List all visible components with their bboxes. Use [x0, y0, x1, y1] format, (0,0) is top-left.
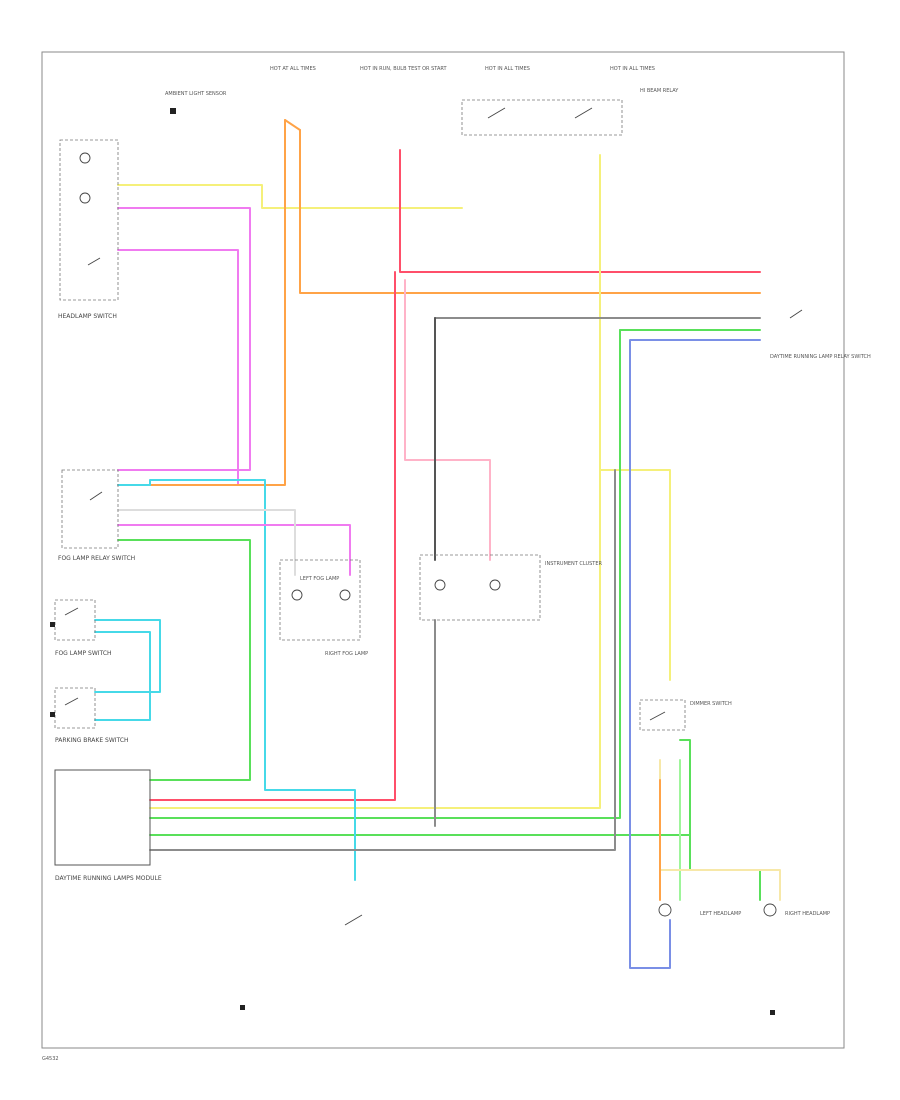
- drl-module-label: DAYTIME RUNNING LAMPS MODULE: [55, 875, 162, 882]
- lamp-symbol-2: [79, 192, 91, 204]
- wire-cyan-1: [94, 619, 161, 693]
- lamp-symbol-1: [79, 152, 91, 164]
- wire-white-fog: [117, 509, 296, 576]
- ground-icon-1: [50, 622, 55, 627]
- ground-icon-2: [50, 712, 55, 717]
- parking-brake-label: PARKING BRAKE SWITCH: [55, 737, 129, 744]
- parking-brake-box: [54, 687, 96, 729]
- ground-icon-4: [240, 1005, 245, 1010]
- wire-green-4: [149, 739, 691, 836]
- wire-cyan-3: [117, 479, 356, 881]
- wire-light-yellow: [659, 759, 781, 901]
- parking-brake-contact: [64, 697, 79, 706]
- hi-beam-contact-1: [487, 107, 506, 119]
- wire-orange: [117, 119, 286, 486]
- fog-relay-box: [61, 469, 119, 549]
- fog-switch-box: [54, 599, 96, 641]
- drl-relay-label: DAYTIME RUNNING LAMP RELAY SWITCH: [770, 354, 871, 360]
- left-fog-label: LEFT FOG LAMP: [300, 576, 339, 582]
- dimmer-contact: [649, 711, 666, 721]
- fog-lamps-box: [279, 559, 361, 641]
- wire-yellow-right-2: [599, 469, 671, 681]
- cluster-lamp-2: [489, 579, 501, 591]
- footer-id: G4532: [42, 1056, 59, 1062]
- wire-green-5: [689, 817, 761, 901]
- dimmer-label: DIMMER SWITCH: [690, 701, 732, 707]
- headlamp-switch-box: [59, 139, 119, 301]
- wire-light-pink: [404, 279, 491, 561]
- ground-icon-3: [770, 1010, 775, 1015]
- fog-relay-label: FOG LAMP RELAY SWITCH: [58, 555, 135, 562]
- ambient-sensor-icon: [170, 108, 176, 114]
- right-headlamp-label: RIGHT HEADLAMP: [785, 911, 830, 917]
- instrument-cluster-label: INSTRUMENT CLUSTER: [545, 561, 603, 567]
- instrument-cluster-box: [419, 554, 541, 621]
- headlamp-switch-label: HEADLAMP SWITCH: [58, 313, 117, 320]
- left-headlamp-icon: [658, 903, 672, 917]
- fog-switch-label: FOG LAMP SWITCH: [55, 650, 112, 657]
- wire-pink-fog: [117, 524, 351, 576]
- left-headlamp-label: LEFT HEADLAMP: [700, 911, 741, 917]
- wire-cyan-2: [94, 631, 151, 721]
- bottom-switch-contact: [344, 914, 363, 926]
- drl-relay-contact: [789, 309, 803, 319]
- wire-pink-top: [117, 207, 251, 471]
- wire-gray-3: [149, 469, 616, 851]
- wire-green-3: [117, 539, 251, 781]
- right-headlamp-icon: [763, 903, 777, 917]
- hi-beam-relay-box: [461, 99, 623, 136]
- fog-relay-contact: [89, 491, 103, 501]
- right-fog-label: RIGHT FOG LAMP: [325, 651, 368, 657]
- left-fog-lamp-icon: [291, 589, 303, 601]
- right-fog-lamp-icon: [339, 589, 351, 601]
- wire-yellow-top: [117, 184, 463, 209]
- wire-orange-3: [284, 119, 301, 131]
- dimmer-switch-box: [639, 699, 686, 731]
- top-fuse-right-a-label: HOT IN ALL TIMES: [485, 66, 530, 72]
- fog-switch-contact: [64, 607, 79, 616]
- cluster-lamp-1: [434, 579, 446, 591]
- headlamp-switch-contact: [87, 257, 101, 266]
- wire-red-down: [149, 271, 396, 801]
- wire-blue: [629, 339, 761, 969]
- top-fuse-mid-label: HOT IN RUN, BULB TEST OR START: [360, 66, 447, 72]
- wire-yellow-right: [149, 154, 601, 809]
- top-fuse-left-label: HOT AT ALL TIMES: [270, 66, 316, 72]
- wire-red: [399, 149, 761, 273]
- diagram-frame: [41, 51, 845, 1049]
- wire-orange-2: [299, 129, 761, 294]
- hi-beam-contact-2: [574, 107, 593, 119]
- wire-green-2: [149, 329, 621, 819]
- ambient-sensor-label: AMBIENT LIGHT SENSOR: [165, 91, 227, 97]
- top-fuse-right-b-label: HOT IN ALL TIMES: [610, 66, 655, 72]
- hi-beam-label: HI BEAM RELAY: [640, 88, 679, 94]
- wire-pink-2: [117, 249, 239, 486]
- drl-module-box: [54, 769, 151, 866]
